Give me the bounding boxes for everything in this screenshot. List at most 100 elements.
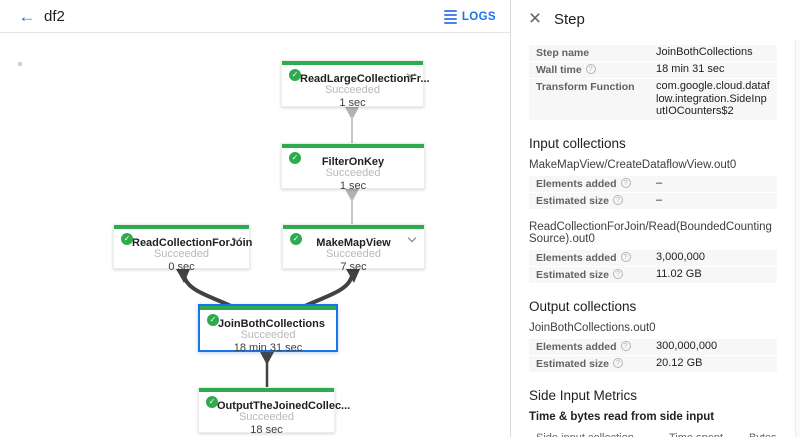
success-check-icon: ✓ — [290, 233, 302, 245]
node-title: FilterOnKey — [321, 156, 385, 168]
success-check-icon: ✓ — [289, 152, 301, 164]
column-header: Time spent reading — [669, 432, 749, 437]
graph-node-output-the-joined[interactable]: ✓ OutputTheJoinedCollec... Succeeded 18 … — [198, 387, 350, 436]
step-panel-body: Step name JoinBothCollections Wall time … — [529, 45, 777, 437]
metric-label: Estimated size — [536, 357, 609, 370]
node-title: OutputTheJoinedCollec... — [217, 400, 351, 412]
help-icon[interactable]: ? — [620, 177, 631, 188]
metric-value: – — [656, 193, 663, 206]
job-topbar: ← df2 LOGS — [0, 0, 510, 33]
help-icon[interactable]: ? — [612, 357, 623, 368]
help-icon[interactable]: ? — [612, 268, 623, 279]
edge-taper-5 — [260, 352, 274, 365]
side-input-metrics-heading: Side Input Metrics — [529, 387, 638, 403]
job-graph-pane: ← df2 LOGS — [0, 0, 510, 437]
node-title: MakeMapView — [316, 237, 391, 249]
metric-value: 300,000,000 — [656, 339, 718, 352]
metric-value: – — [656, 176, 663, 189]
panel-scrollbar[interactable] — [795, 40, 800, 437]
help-icon[interactable]: ? — [620, 340, 631, 351]
node-status: Succeeded — [153, 248, 210, 260]
node-status-bar — [114, 225, 249, 229]
metric-row-elements-added: Elements added ? 300,000,000 — [529, 338, 777, 355]
property-label: Step name — [536, 47, 590, 59]
node-status: Succeeded — [324, 84, 381, 96]
help-icon[interactable]: ? — [585, 64, 596, 74]
metric-label: Estimated size — [536, 194, 609, 207]
metric-row-estimated-size: Estimated size ? 11.02 GB — [529, 266, 777, 283]
node-duration: 1 sec — [339, 97, 366, 109]
node-status-bar — [200, 306, 336, 310]
property-row-transform-function: Transform Function com.google.cloud.data… — [529, 79, 777, 120]
success-check-icon: ✓ — [121, 233, 133, 245]
graph-node-read-large-collection[interactable]: ✓ ReadLargeCollectionFr... Succeeded 1 s… — [281, 60, 430, 109]
node-status: Succeeded — [240, 329, 296, 341]
node-duration: 0 sec — [168, 261, 195, 273]
graph-node-join-both-collections[interactable]: ✓ JoinBothCollections Succeeded 18 min 3… — [198, 304, 338, 354]
help-icon[interactable]: ? — [620, 251, 631, 262]
chevron-down-icon[interactable] — [407, 233, 417, 243]
side-input-metrics-subheading: Time & bytes read from side input — [529, 410, 715, 423]
column-header: Side input collection — [536, 432, 669, 437]
step-details-panel: × Step Step name JoinBothCollections Wal… — [510, 0, 800, 437]
metric-row-elements-added: Elements added ? – — [529, 175, 777, 192]
node-duration: 1 sec — [339, 180, 367, 192]
success-check-icon: ✓ — [206, 396, 218, 408]
node-duration: 18 sec — [250, 424, 283, 436]
side-input-table-header: Side input collection Time spent reading… — [529, 429, 777, 437]
node-status-bar — [283, 225, 424, 229]
step-panel-header: × Step — [511, 0, 800, 40]
job-graph-canvas[interactable]: ✓ ReadLargeCollectionFr... Succeeded 1 s… — [0, 33, 510, 437]
property-label: Transform Function — [536, 81, 635, 93]
node-status: Succeeded — [238, 411, 295, 423]
metric-value: 11.02 GB — [656, 267, 702, 280]
success-check-icon: ✓ — [289, 69, 301, 81]
success-check-icon: ✓ — [207, 314, 219, 326]
input-collection-name: MakeMapView/CreateDataflowView.out0 — [529, 158, 737, 171]
column-header: Bytes read — [749, 432, 777, 437]
close-icon[interactable]: × — [524, 8, 546, 30]
side-input-table: Side input collection Time spent reading… — [529, 429, 777, 437]
metric-row-elements-added: Elements added ? 3,000,000 — [529, 249, 777, 266]
graph-node-make-map-view[interactable]: ✓ MakeMapView Succeeded 7 sec — [282, 224, 425, 273]
graph-node-read-collection-for-join[interactable]: ✓ ReadCollectionForJoin Succeeded 0 sec — [113, 224, 253, 273]
edge-taper-1 — [345, 107, 359, 120]
metric-value: 20.12 GB — [656, 356, 703, 369]
logs-list-icon — [443, 8, 457, 26]
metric-value: 3,000,000 — [656, 250, 705, 263]
metric-row-estimated-size: Estimated size ? 20.12 GB — [529, 355, 777, 372]
graph-node-filter-on-key[interactable]: ✓ FilterOnKey Succeeded 1 sec — [281, 143, 425, 192]
node-title: ReadCollectionForJoin — [132, 237, 253, 249]
help-icon[interactable]: ? — [612, 194, 623, 205]
input-collections-heading: Input collections — [529, 135, 626, 151]
job-name: df2 — [44, 8, 65, 25]
edge-makemap-to-join — [303, 267, 355, 308]
output-collection-name: JoinBothCollections.out0 — [529, 321, 656, 334]
back-button[interactable]: ← — [16, 6, 38, 28]
property-value: JoinBothCollections — [656, 46, 753, 58]
input-collection-name: ReadCollectionForJoin/Read(BoundedCounti… — [529, 220, 772, 245]
metric-label: Elements added — [536, 340, 617, 353]
logs-button[interactable]: LOGS — [443, 5, 496, 29]
node-title: JoinBothCollections — [218, 318, 325, 330]
node-status: Succeeded — [325, 167, 381, 179]
property-value: com.google.cloud.dataflow.integration.Si… — [656, 80, 770, 117]
property-row-step-name: Step name JoinBothCollections — [529, 45, 777, 61]
node-status-bar — [199, 388, 334, 392]
node-status: Succeeded — [325, 248, 382, 260]
edge-readcoll-to-join — [181, 267, 233, 308]
metric-label: Estimated size — [536, 268, 609, 281]
node-status-bar — [282, 144, 424, 148]
property-label: Wall time — [536, 64, 582, 76]
node-status-bar — [282, 61, 423, 65]
edge-taper-2 — [345, 189, 359, 202]
node-duration: 7 sec — [340, 261, 367, 273]
minimap-marker — [18, 62, 22, 66]
output-collections-heading: Output collections — [529, 298, 637, 314]
property-row-wall-time: Wall time ? 18 min 31 sec — [529, 62, 777, 78]
metric-label: Elements added — [536, 251, 617, 264]
node-duration: 18 min 31 sec — [233, 342, 303, 354]
logs-button-label: LOGS — [461, 11, 496, 23]
metric-row-estimated-size: Estimated size ? – — [529, 192, 777, 209]
